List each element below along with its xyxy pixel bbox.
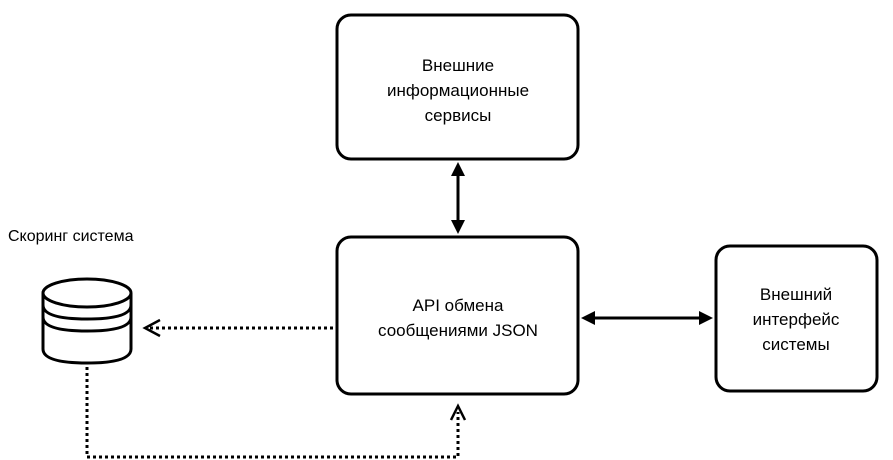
scoring-caption: Скоринг система — [8, 228, 134, 245]
external-services-line-1: Внешние — [422, 56, 494, 75]
external-interface-line-3: системы — [762, 335, 829, 354]
edge-api-external-services — [451, 162, 465, 234]
api-box — [335, 235, 580, 396]
api-node: API обмена сообщениями JSON — [335, 235, 580, 396]
external-interface-line-1: Внешний — [760, 285, 832, 304]
api-line-1: API обмена — [413, 296, 504, 315]
api-line-2: сообщениями JSON — [378, 321, 538, 340]
external-services-box — [335, 13, 580, 161]
external-services-line-3: сервисы — [425, 106, 492, 125]
external-services-line-2: информационные — [387, 81, 529, 100]
external-interface-node: Внешний интерфейс системы — [714, 244, 879, 393]
edge-scoring-to-api — [85, 367, 467, 459]
scoring-node: Скоринг система — [8, 228, 134, 365]
edge-api-external-interface — [581, 311, 713, 325]
external-interface-box — [714, 244, 879, 393]
database-icon — [41, 277, 133, 365]
edge-api-to-scoring — [142, 318, 333, 338]
external-interface-line-2: интерфейс — [753, 310, 840, 329]
external-services-node: Внешние информационные сервисы — [335, 13, 580, 161]
